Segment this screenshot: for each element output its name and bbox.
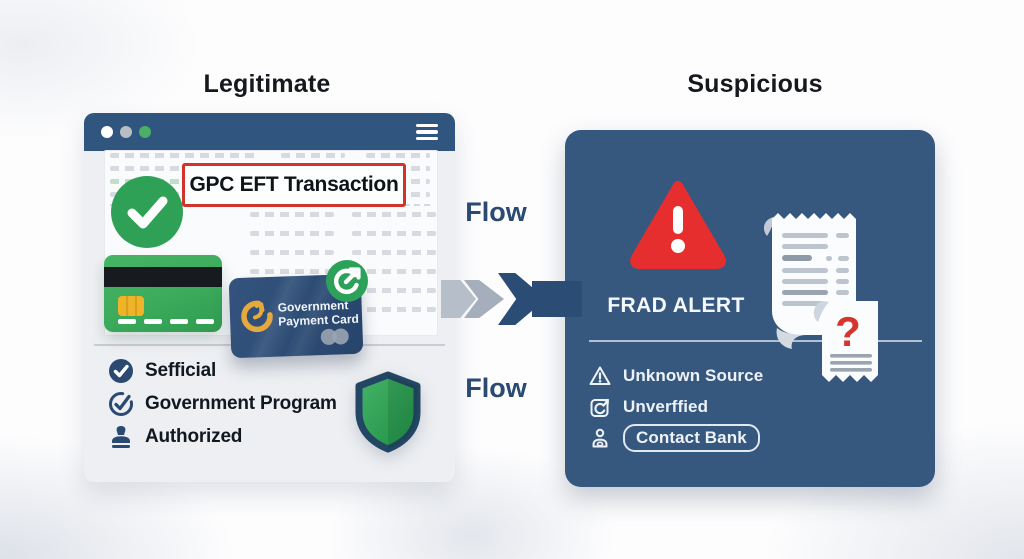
window-dot-green[interactable] — [139, 126, 151, 138]
legitimate-panel: GPC EFT Transaction Government Payment C… — [84, 113, 455, 482]
window-controls — [101, 126, 151, 138]
suspicious-panel: FRAD ALERT ? — [565, 130, 935, 487]
browser-titlebar — [84, 113, 455, 151]
fraud-alert-label: FRAD ALERT — [607, 294, 745, 317]
panel-divider — [589, 340, 922, 342]
checklist-label: Authorized — [145, 426, 243, 447]
checklist-item: Government Program — [108, 391, 337, 417]
ledger-row — [250, 231, 436, 236]
card-chip — [118, 296, 144, 316]
checklist-item: Sefficial — [108, 358, 337, 384]
right-column-title: Suspicious — [687, 70, 823, 98]
receipt-question-icon: ? — [763, 213, 878, 382]
card-number-dashes — [118, 319, 214, 324]
suspicious-item: Unverffied — [588, 394, 763, 420]
checklist-label: Government Program — [145, 393, 337, 414]
legitimate-checklist: Sefficial Government Program Authorized — [108, 358, 337, 450]
flow-arrow-icon — [440, 273, 585, 325]
suspicious-item: Unknown Source — [588, 363, 763, 389]
card-text-line2: Payment Card — [277, 312, 360, 330]
suspicious-item-label: Unverffied — [623, 397, 709, 416]
ledger-row — [250, 212, 436, 217]
check-circle-badge-icon — [111, 176, 183, 248]
flow-label-top: Flow — [465, 197, 527, 227]
shield-icon — [355, 371, 421, 453]
transaction-highlight-box: GPC EFT Transaction — [182, 163, 406, 207]
sync-box-icon — [590, 398, 609, 417]
svg-text:?: ? — [835, 308, 861, 355]
check-circle-filled-icon — [109, 359, 133, 383]
government-payment-card: Government Payment Card — [228, 273, 364, 359]
suspicious-item: Contact Bank — [588, 424, 763, 452]
card-network-circles-icon — [320, 328, 351, 346]
window-dot-white[interactable] — [101, 126, 113, 138]
ledger-row — [110, 153, 430, 158]
checklist-label: Sefficial — [145, 360, 217, 381]
warning-triangle-icon — [630, 181, 726, 269]
suspicious-list: Unknown Source Unverffied Contac — [588, 363, 763, 452]
left-column-title: Legitimate — [203, 70, 331, 98]
hamburger-menu-icon[interactable] — [416, 124, 438, 140]
arrow-bar — [532, 281, 582, 317]
green-credit-card — [104, 255, 222, 332]
card-magnetic-stripe — [104, 267, 222, 287]
share-arrow-badge-icon — [326, 260, 368, 302]
checklist-item: Authorized — [108, 424, 337, 450]
stamp-icon — [112, 426, 130, 448]
person-icon — [592, 428, 608, 448]
gold-c-arrow-logo — [241, 300, 273, 333]
ledger-row — [250, 269, 436, 274]
suspicious-item-label: Contact Bank — [636, 428, 747, 447]
contact-bank-button[interactable]: Contact Bank — [623, 424, 760, 452]
window-dot-gray[interactable] — [120, 126, 132, 138]
transaction-banner-text: GPC EFT Transaction — [189, 173, 399, 196]
suspicious-item-label: Unknown Source — [623, 366, 764, 385]
ledger-row — [250, 250, 436, 255]
check-circle-outline-icon — [109, 392, 133, 416]
warning-triangle-outline-icon — [589, 366, 611, 385]
flow-label-bottom: Flow — [465, 373, 527, 403]
